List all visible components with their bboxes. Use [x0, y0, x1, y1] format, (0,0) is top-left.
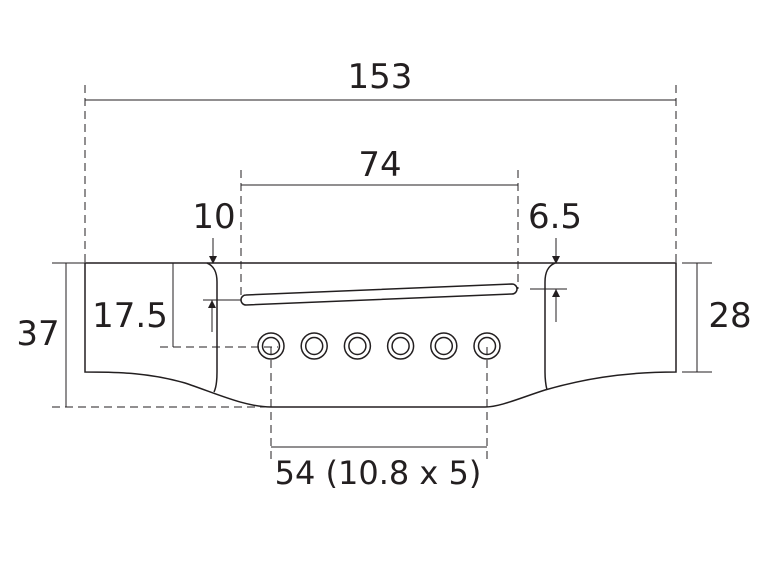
pin-hole-inner — [304, 336, 324, 356]
bridge-outline — [84, 262, 677, 408]
slot-arrowhead — [208, 300, 216, 308]
pin-hole-outer — [430, 332, 458, 360]
right-wing-contour — [544, 262, 556, 391]
pin-hole-outer — [473, 332, 501, 360]
slot-length-label: 74 — [358, 145, 401, 185]
overall-height-label: 37 — [16, 314, 59, 354]
pin-hole-outer — [257, 332, 285, 360]
pin-hole-inner — [434, 336, 454, 356]
left-offset-arrowhead — [209, 256, 217, 264]
pin-hole-inner — [348, 336, 367, 356]
left-wing-contour — [206, 262, 218, 393]
pin-spacing-label: 54 (10.8 x 5) — [275, 454, 482, 492]
pin-hole-outer — [300, 332, 328, 360]
pin-hole-inner — [391, 336, 410, 356]
end-height-label: 28 — [708, 296, 751, 336]
left-offset-label: 10 — [192, 197, 235, 237]
right-offset-arrowhead — [552, 256, 560, 264]
right-slot-arrowhead — [552, 289, 560, 297]
pin-hole-outer — [343, 332, 372, 360]
pin-hole-outer — [386, 332, 415, 360]
overall-width-label: 153 — [348, 57, 413, 97]
slot-height-label: 17.5 — [92, 296, 168, 336]
pin-holes — [257, 332, 501, 360]
saddle-slot — [240, 283, 518, 306]
right-offset-label: 6.5 — [528, 197, 582, 237]
